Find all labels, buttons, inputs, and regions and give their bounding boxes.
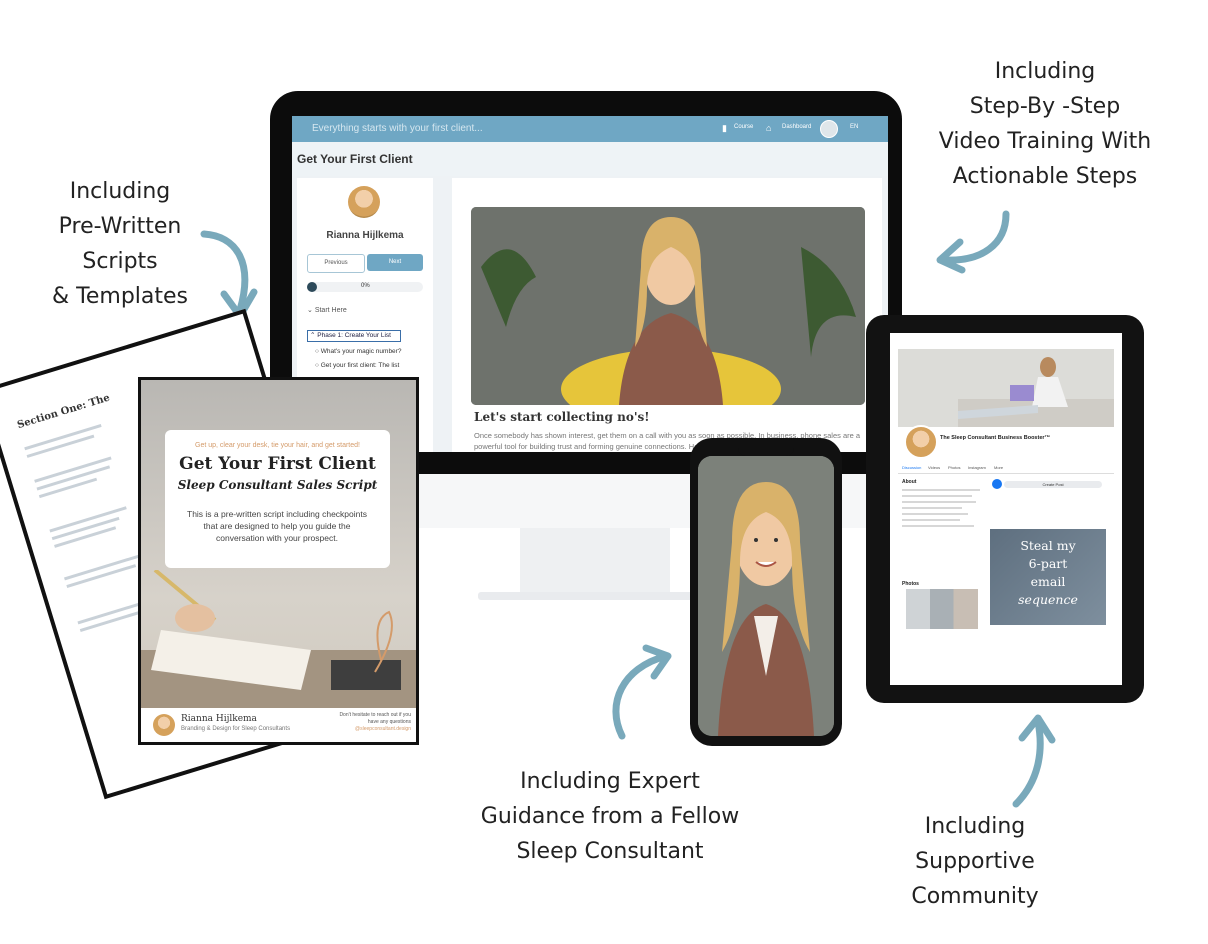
- video-frame-person-icon: [471, 207, 865, 405]
- progress-label: 0%: [361, 283, 370, 289]
- text-line: [902, 501, 976, 503]
- tab-more[interactable]: More: [994, 465, 1004, 470]
- poster-avatar: [992, 479, 1002, 489]
- text-line: [902, 507, 962, 509]
- cover-footer: Rianna Hijlkema Branding & Design for Sl…: [141, 708, 416, 742]
- create-post-box[interactable]: Create Post: [990, 479, 1106, 509]
- monitor-foot: [478, 592, 710, 600]
- text-line: [902, 495, 972, 497]
- about-heading: About: [902, 479, 917, 485]
- tab-photos[interactable]: Photos: [948, 465, 961, 470]
- section-start-here[interactable]: ⌄ Start Here: [307, 307, 347, 314]
- cover-kicker: Get up, clear your desk, tie your hair, …: [195, 442, 360, 449]
- phone-screen: [698, 456, 834, 736]
- course-tagline: Everything starts with your first client…: [312, 123, 483, 134]
- author-name: Rianna Hijlkema: [181, 714, 257, 724]
- post-image-title: Steal my 6-part email sequence: [990, 537, 1106, 609]
- create-post-button[interactable]: Create Post: [1004, 481, 1102, 488]
- tab-videos[interactable]: Videos: [928, 465, 941, 470]
- cover-card: Get up, clear your desk, tie your hair, …: [165, 430, 390, 568]
- footer-note-text: Don't hesitate to reach out if you have …: [339, 712, 411, 725]
- instructor-name: Rianna Hijlkema: [326, 230, 404, 241]
- cover-subtitle: Sleep Consultant Sales Script: [177, 478, 378, 492]
- post-title-line: Steal my: [1020, 538, 1076, 553]
- course-title: Get Your First Client: [297, 152, 413, 166]
- phase-label: Phase 1: Create Your List: [317, 332, 391, 339]
- video-player[interactable]: [471, 207, 865, 405]
- instructor-avatar: [348, 186, 380, 218]
- footer-link: @sleepconsultant.design: [355, 726, 411, 732]
- monitor-stand: [520, 528, 670, 598]
- lesson-body: Once somebody has shown interest, get th…: [474, 431, 861, 451]
- lesson-label: What's your magic number?: [320, 348, 402, 355]
- course-topbar: Everything starts with your first client…: [292, 116, 888, 142]
- nav-dashboard-link[interactable]: Dashboard: [782, 124, 812, 130]
- lesson-content: Let's start collecting no's! Once somebo…: [452, 178, 882, 452]
- lesson-item[interactable]: ○ What's your magic number?: [315, 348, 402, 355]
- photos-panel: Photos: [902, 581, 984, 631]
- text-line: [902, 519, 960, 521]
- desk-photo-icon: [141, 570, 416, 710]
- caption-video-training: Including Step-By -Step Video Training W…: [938, 59, 1152, 189]
- author-tagline: Branding & Design for Sleep Consultants: [181, 726, 291, 732]
- phone-notch: [738, 444, 794, 456]
- group-avatar: [904, 425, 938, 459]
- footer-note: Don't hesitate to reach out if you have …: [329, 712, 411, 733]
- group-cover-photo: [898, 349, 1114, 427]
- user-avatar[interactable]: [820, 120, 838, 138]
- photos-heading: Photos: [902, 581, 919, 587]
- previous-button[interactable]: Previous: [307, 254, 365, 273]
- arrow-to-monitor-icon: [936, 210, 1010, 274]
- photos-grid[interactable]: [906, 589, 978, 629]
- text-line: [902, 513, 968, 515]
- cover-description: This is a pre-written script including c…: [187, 509, 367, 543]
- cover-woman-laptop-icon: [898, 349, 1114, 427]
- nav-course-link[interactable]: Course: [734, 124, 754, 130]
- phase-1-item[interactable]: ⌃ Phase 1: Create Your List: [307, 330, 401, 342]
- about-panel: About: [902, 479, 984, 575]
- group-name: The Sleep Consultant Business Booster™: [940, 435, 1051, 441]
- caption-community: Including Supportive Community: [911, 814, 1039, 909]
- lesson-title: Let's start collecting no's!: [474, 410, 650, 424]
- author-avatar: [153, 714, 175, 736]
- progress-indicator: [307, 282, 317, 292]
- course-header: Get Your First Client: [292, 142, 888, 176]
- tablet-screen: The Sleep Consultant Business Booster™ D…: [890, 333, 1122, 685]
- caption-scripts: Including Pre-Written Scripts & Template…: [52, 179, 188, 309]
- post-title-line: sequence: [1018, 592, 1078, 607]
- phone-video-person-icon: [698, 456, 834, 736]
- caption-expert-guidance: Including Expert Guidance from a Fellow …: [480, 769, 740, 864]
- lesson-item[interactable]: ○ Get your first client: The list: [315, 362, 400, 369]
- section-label: Start Here: [314, 307, 347, 314]
- home-icon: ⌂: [766, 123, 772, 133]
- post-title-line: email: [1030, 574, 1066, 589]
- text-line: [902, 489, 980, 491]
- text-line: [902, 525, 974, 527]
- tab-instagram[interactable]: Instagram: [968, 465, 986, 470]
- arrow-to-documents-icon: [200, 230, 258, 320]
- tab-discussion[interactable]: Discussion: [902, 465, 922, 470]
- group-tabs: Discussion Videos Photos Instagram More: [898, 463, 1114, 474]
- lesson-label: Get your first client: The list: [320, 362, 400, 369]
- post-title-line: 6-part: [1028, 556, 1068, 571]
- language-selector[interactable]: EN: [850, 124, 859, 130]
- post-image[interactable]: Steal my 6-part email sequence: [990, 529, 1106, 625]
- cover-title: Get Your First Client: [179, 454, 376, 474]
- course-icon: ▮: [722, 123, 727, 133]
- progress-bar: 0%: [307, 282, 423, 292]
- arrow-to-phone-icon: [612, 644, 672, 740]
- sales-script-cover: Get up, clear your desk, tie your hair, …: [138, 377, 419, 745]
- arrow-to-tablet-icon: [1012, 714, 1056, 808]
- next-button[interactable]: Next: [367, 254, 423, 271]
